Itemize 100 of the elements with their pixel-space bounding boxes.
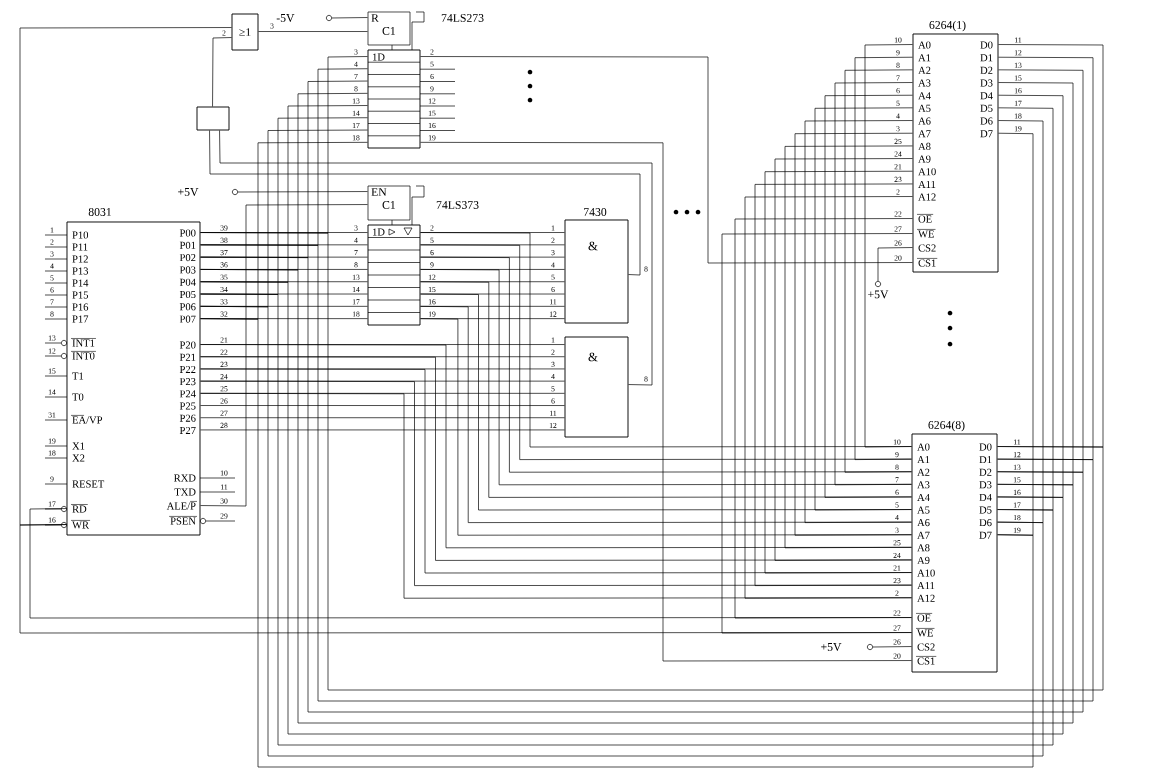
pin-name: EA/VP — [70, 415, 103, 424]
chip-label: 8031 — [88, 208, 111, 216]
pin-name: P13 — [72, 267, 89, 275]
wire — [834, 82, 913, 486]
pin-name: A12 — [918, 193, 936, 201]
pin-name: P03 — [179, 266, 196, 274]
pin-name: P15 — [72, 291, 89, 299]
pin-name: TXD — [174, 488, 196, 496]
pin-name: D4 — [979, 493, 992, 501]
pin-name: A3 — [918, 79, 931, 87]
pin-name: D5 — [979, 506, 992, 514]
pin-name: P10 — [72, 231, 89, 239]
pin-name: D2 — [979, 468, 992, 476]
pin-name: 1D — [373, 228, 385, 236]
pin-name: P00 — [179, 229, 196, 237]
wire — [997, 69, 1084, 473]
wire — [420, 56, 913, 264]
pin-name: P14 — [72, 279, 89, 287]
pin-name: A9 — [918, 155, 931, 163]
pin-name: CS2 — [917, 643, 935, 651]
pin-name: A2 — [917, 468, 930, 476]
pin-name: P02 — [179, 254, 196, 262]
pin-name: P22 — [179, 365, 196, 373]
pin-name: R — [371, 14, 379, 22]
pin-name: A5 — [918, 104, 931, 112]
wire — [209, 130, 641, 276]
voltage-label: +5V — [868, 290, 889, 299]
pin-name: A1 — [918, 54, 931, 62]
wire — [844, 69, 913, 473]
pin-name: P20 — [179, 341, 196, 349]
pin-name: OE — [916, 214, 934, 223]
voltage-label: -5V — [276, 14, 295, 22]
pin-name: A2 — [918, 66, 931, 74]
voltage-label: +5V — [178, 188, 199, 196]
pin-name: INT0 — [70, 351, 97, 360]
pin-name: P11 — [72, 243, 88, 251]
pin-name: A1 — [917, 456, 930, 464]
wire — [219, 130, 653, 386]
pin-name: OE — [915, 613, 933, 622]
pin-name: D0 — [980, 41, 993, 49]
pin-name: P26 — [179, 414, 196, 422]
wire — [19, 27, 232, 526]
pin-name: P06 — [179, 303, 196, 311]
pin-name: A6 — [918, 117, 931, 125]
pin-name: A5 — [917, 506, 930, 514]
pin-name: P21 — [179, 353, 196, 361]
pin-name: D4 — [980, 92, 993, 100]
pin-name: P17 — [72, 315, 89, 323]
wire — [212, 37, 232, 107]
pin-name: INT1 — [70, 338, 97, 347]
pin-name: EN — [371, 188, 387, 196]
wire — [997, 94, 1064, 498]
pin-name: 1D — [373, 53, 385, 61]
pin-name: D6 — [979, 519, 992, 527]
pin-name: ALE/P — [166, 501, 198, 510]
voltage-label: +5V — [821, 643, 842, 651]
pin-name: D7 — [979, 531, 992, 539]
wire — [200, 405, 565, 406]
pin-name: A0 — [917, 443, 930, 451]
pin-name: P07 — [179, 315, 196, 323]
wire — [200, 429, 565, 431]
pin-name: CS2 — [918, 244, 936, 252]
pin-name: P04 — [179, 278, 196, 286]
pin-name: C1 — [382, 201, 396, 209]
wire — [200, 204, 368, 507]
pin-name: A10 — [918, 168, 936, 176]
pin-name: P05 — [179, 290, 196, 299]
pin-name: D5 — [980, 104, 993, 112]
pin-name: A8 — [918, 142, 931, 150]
pin-name: D6 — [980, 117, 993, 125]
pin-name: D2 — [980, 66, 993, 74]
pin-name: A9 — [917, 556, 930, 564]
pin-name: D3 — [980, 79, 993, 87]
pin-name: P12 — [72, 255, 88, 263]
pin-name: A8 — [917, 544, 930, 552]
pin-name: A11 — [918, 180, 936, 188]
pin-name: P24 — [179, 390, 196, 398]
pin-name: P25 — [179, 402, 196, 410]
pin-name: D7 — [980, 130, 993, 138]
wire — [854, 56, 913, 460]
pin-name: D1 — [980, 54, 993, 62]
pin-name: PSEN — [168, 516, 198, 525]
pin-name: CS1 — [916, 258, 938, 267]
pin-name: X2 — [72, 454, 85, 462]
wire — [997, 107, 1054, 511]
pin-name: RD — [70, 504, 89, 513]
wire — [997, 132, 1034, 536]
pin-name: A4 — [917, 493, 930, 501]
chip-label: 74LS273 — [441, 14, 484, 22]
wire — [997, 82, 1074, 486]
pin-name: X1 — [72, 442, 85, 450]
wire — [258, 31, 368, 32]
wire — [420, 256, 565, 258]
gate-symbol: & — [588, 241, 598, 251]
pin-name: D0 — [979, 443, 992, 451]
pin-name: RXD — [174, 474, 196, 482]
or-gate: ≥1 — [231, 13, 259, 51]
chip-label: 6264(8) — [928, 420, 965, 432]
pin-name: T0 — [72, 393, 84, 401]
pin-name: A4 — [918, 92, 931, 100]
